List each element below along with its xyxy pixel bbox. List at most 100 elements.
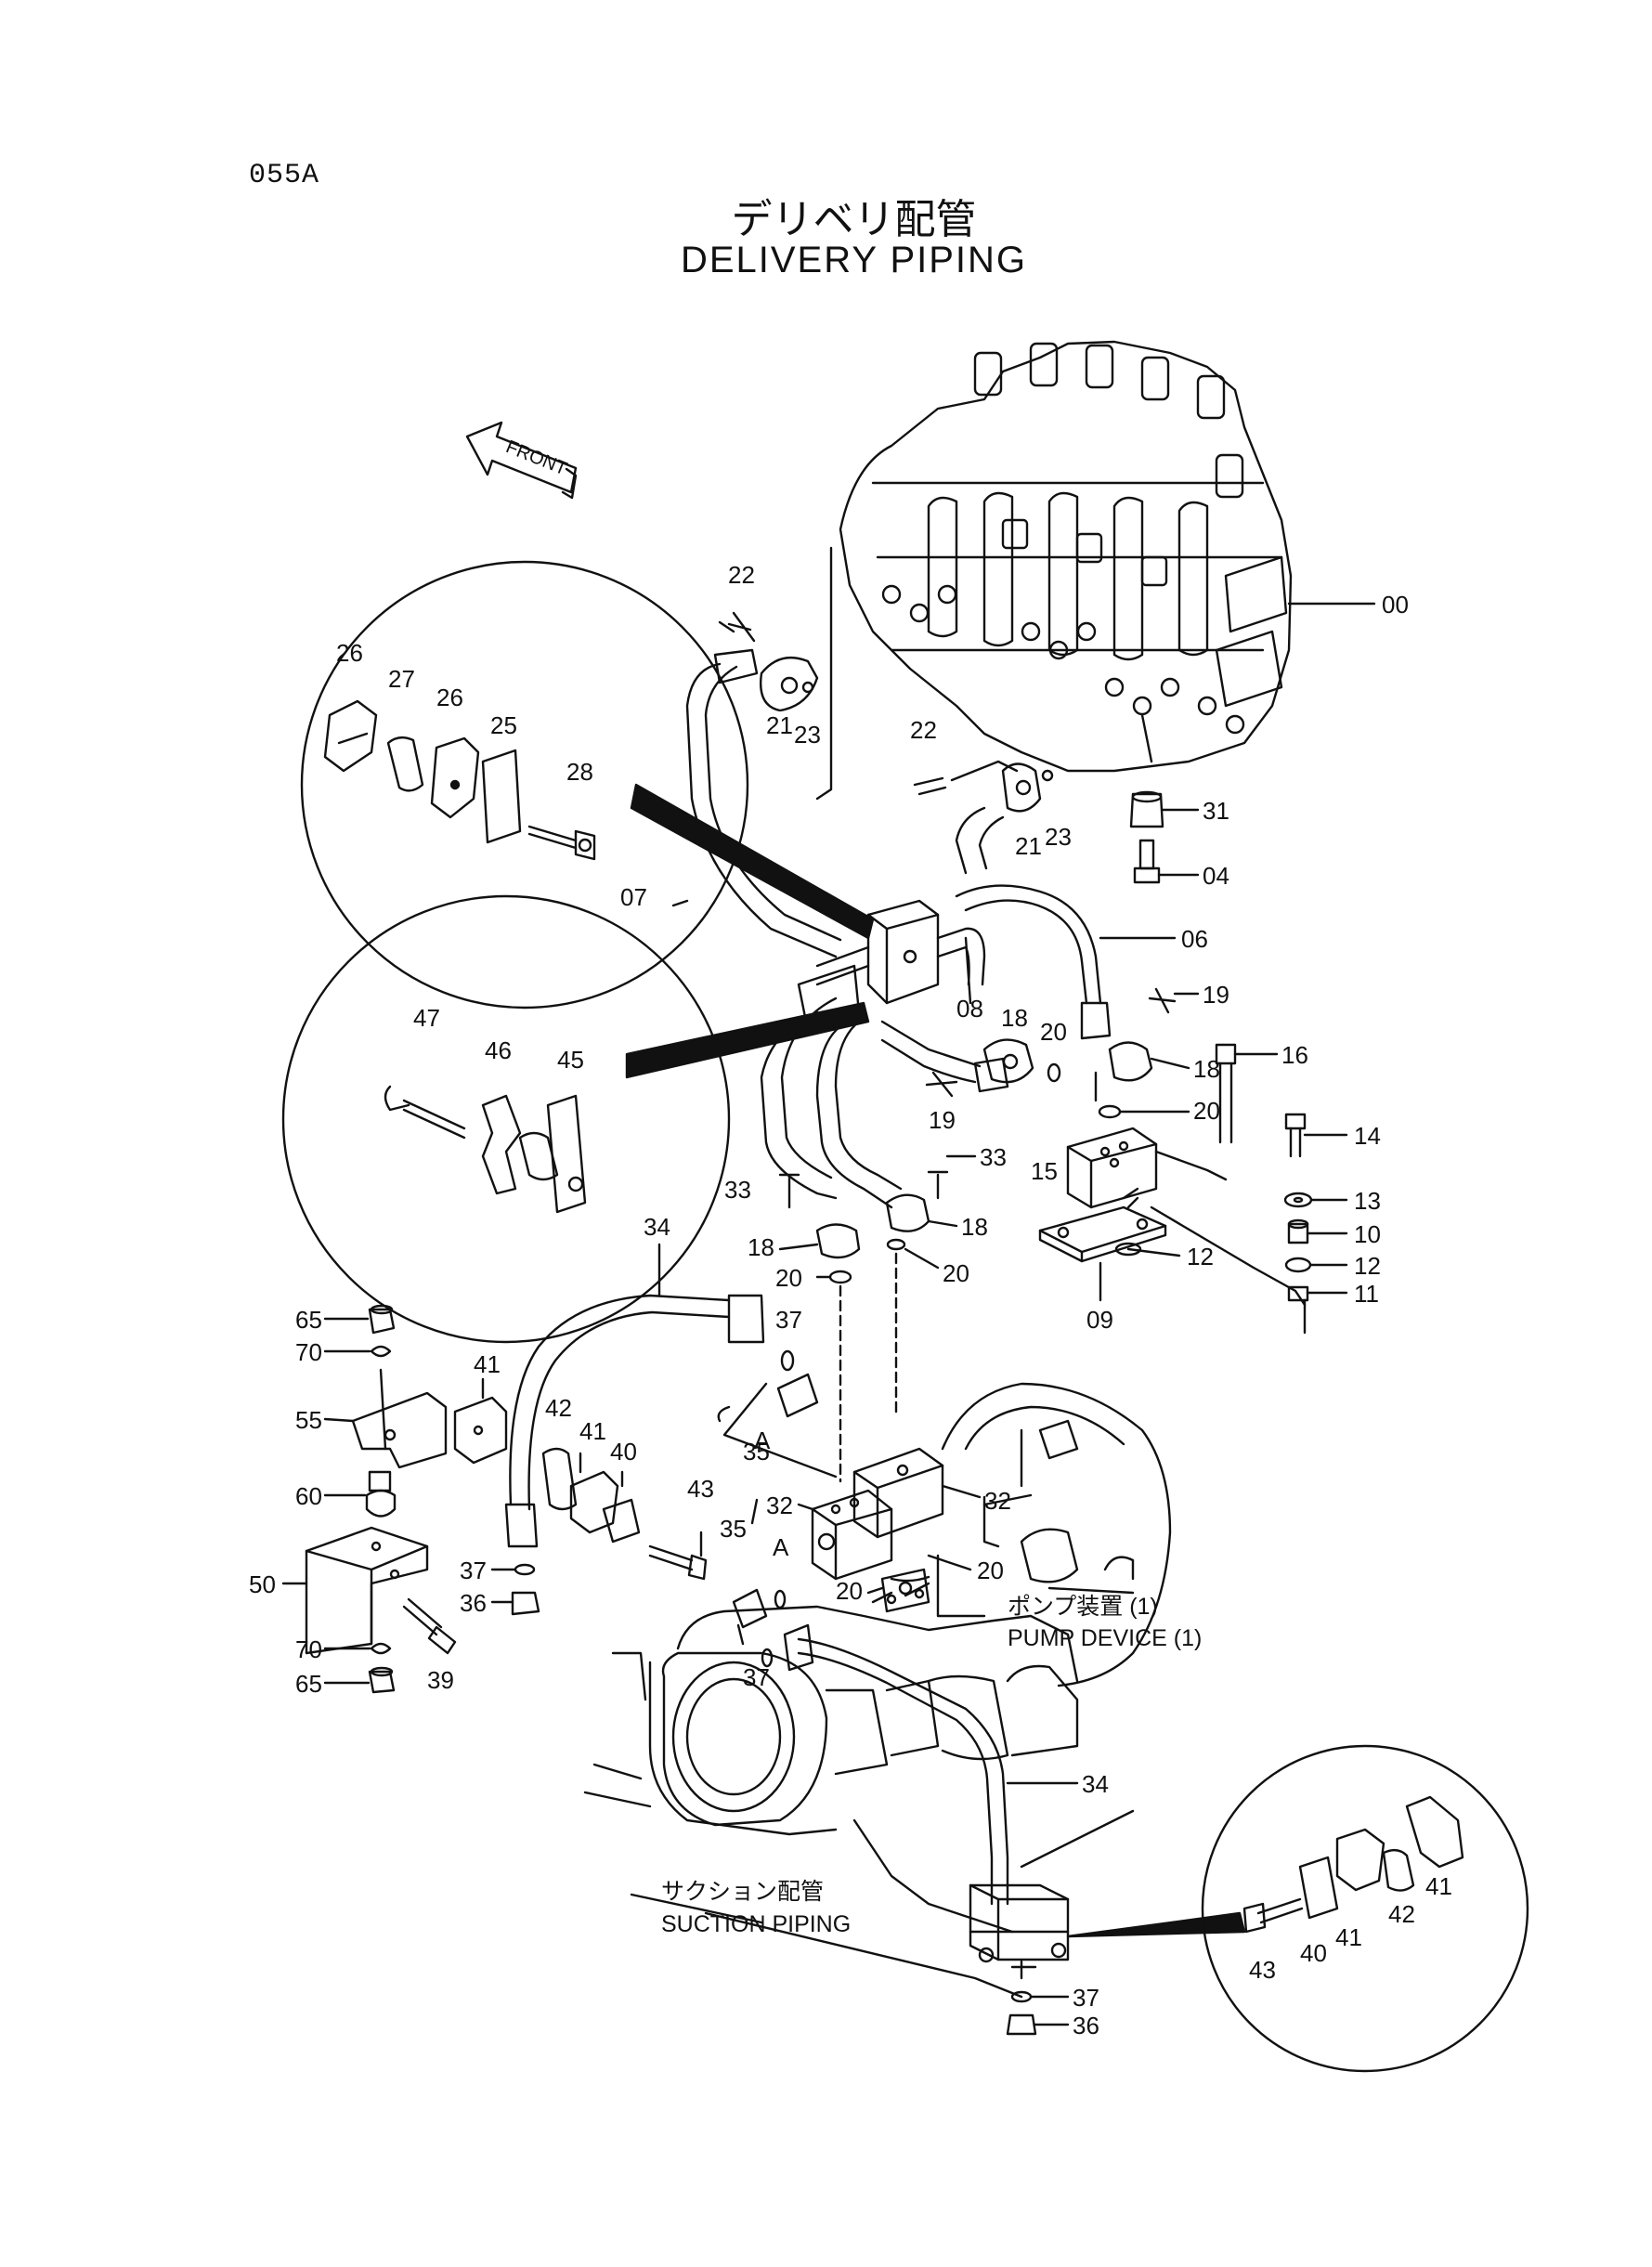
callout-60: 60 xyxy=(295,1482,322,1510)
oring-37-left xyxy=(514,1563,536,1576)
callout-16: 16 xyxy=(1281,1041,1308,1069)
callout-20a: 20 xyxy=(1040,1018,1067,1046)
callout-65b: 65 xyxy=(295,1670,322,1698)
pump-device-label-en: PUMP DEVICE (1) xyxy=(1008,1625,1202,1651)
callout-28: 28 xyxy=(566,758,593,786)
fitting-35-lower xyxy=(732,1588,768,1629)
oring-20-a xyxy=(1047,1062,1061,1083)
leaders-bottom xyxy=(1029,1995,1070,2026)
flange-21-mid-bore xyxy=(1015,779,1032,796)
callout-39: 39 xyxy=(427,1666,454,1694)
title-japanese: デリベリ配管 xyxy=(731,197,977,242)
bolt-22-top-shank xyxy=(718,620,735,633)
oring-37-upper xyxy=(780,1349,795,1372)
callout-43a: 43 xyxy=(687,1475,714,1503)
callout-41a: 41 xyxy=(474,1350,501,1378)
callout-20b: 20 xyxy=(1193,1097,1220,1125)
leader-18-left-low xyxy=(778,1243,819,1251)
callout-36b: 36 xyxy=(460,1589,487,1617)
front-label: FRONT xyxy=(503,436,570,479)
callout-18c: 18 xyxy=(961,1213,988,1241)
callout-06: 06 xyxy=(1181,925,1208,953)
callout-14: 14 xyxy=(1354,1122,1381,1150)
callout-42a: 42 xyxy=(545,1394,572,1422)
cap-31 xyxy=(1129,792,1164,828)
oring-a-upper xyxy=(717,1405,731,1423)
bolt-19-mid xyxy=(925,1071,958,1098)
callout-19b: 19 xyxy=(929,1106,956,1134)
bolt-22-top xyxy=(727,611,756,643)
callout-20f: 20 xyxy=(836,1577,863,1605)
callout-18b: 18 xyxy=(1193,1055,1220,1083)
plate-09 xyxy=(1038,1187,1307,1307)
plug-36-left xyxy=(511,1591,540,1616)
page-code: 055A xyxy=(249,160,320,191)
hardware-stack-right xyxy=(1283,1113,1348,1335)
callout-13: 13 xyxy=(1354,1187,1381,1215)
leader-18-upper xyxy=(1150,1057,1190,1070)
callout-70b: 70 xyxy=(295,1635,322,1663)
flange-18-left-low xyxy=(815,1223,861,1259)
flange-18-upper xyxy=(1108,1041,1153,1082)
bolt-22-mid xyxy=(913,776,947,796)
callout-00: 00 xyxy=(1382,591,1409,619)
callout-23b: 23 xyxy=(1045,823,1072,851)
callout-12b: 12 xyxy=(1354,1252,1381,1280)
suction-flange-block xyxy=(969,1883,1070,1980)
flange-21-mid xyxy=(1001,762,1042,813)
oring-37-lower xyxy=(761,1648,774,1668)
callout-23a: 23 xyxy=(794,721,821,749)
callout-70a: 70 xyxy=(295,1338,322,1366)
callout-09: 09 xyxy=(1086,1306,1113,1334)
callout-41b: 41 xyxy=(579,1417,606,1445)
leaders-left-lower xyxy=(490,1568,517,1604)
block-32-upper xyxy=(852,1447,982,1539)
flange-18-right-low xyxy=(885,1193,930,1232)
callout-40a: 40 xyxy=(610,1438,637,1466)
callout-50: 50 xyxy=(249,1570,276,1598)
port-label-a-lower: A xyxy=(773,1533,789,1561)
callout-15: 15 xyxy=(1031,1157,1058,1185)
pump-device-label-jp: ポンプ装置 (1) xyxy=(1008,1594,1158,1620)
callout-45: 45 xyxy=(557,1046,584,1074)
callout-08: 08 xyxy=(956,995,983,1023)
bolt-33-right xyxy=(927,1170,949,1200)
callout-37c: 37 xyxy=(743,1663,770,1691)
plug-36-bottom xyxy=(1006,2013,1037,2036)
callout-42b: 42 xyxy=(1388,1900,1415,1928)
callout-20e: 20 xyxy=(977,1557,1004,1584)
callout-21b: 21 xyxy=(1015,832,1042,860)
leader-35-a xyxy=(750,1498,759,1525)
callout-22b: 22 xyxy=(910,716,937,744)
callout-11: 11 xyxy=(1354,1280,1379,1308)
callout-25: 25 xyxy=(490,711,517,739)
suction-piping-label-jp: サクション配管 xyxy=(661,1879,824,1905)
hose-34-upper xyxy=(504,1243,765,1548)
callout-40b: 40 xyxy=(1300,1939,1327,1967)
port-label-a-upper: A xyxy=(754,1427,771,1454)
callout-27: 27 xyxy=(388,665,415,693)
flange-21-top-bore xyxy=(780,676,799,695)
bolt-04 xyxy=(1138,839,1155,870)
callout-31: 31 xyxy=(1203,797,1229,825)
hardware-group-left xyxy=(281,1304,508,1694)
control-valve-assembly xyxy=(839,340,1293,773)
callout-18d: 18 xyxy=(748,1233,774,1261)
callout-12a: 12 xyxy=(1187,1243,1214,1270)
leader-32-b xyxy=(982,1495,1000,1548)
title-english: DELIVERY PIPING xyxy=(680,240,1028,280)
callout-36a: 36 xyxy=(1073,2012,1099,2039)
fitting-35-upper xyxy=(776,1373,819,1418)
detail-circle-clamp-bottom xyxy=(1201,1744,1529,2073)
oring-20-d xyxy=(828,1270,852,1284)
callout-07: 07 xyxy=(620,883,647,911)
bolt-19-upper xyxy=(1148,987,1177,1014)
leader-18-right-low xyxy=(927,1219,958,1228)
pipe-clamp-block xyxy=(797,899,986,1033)
callout-47: 47 xyxy=(413,1004,440,1032)
callout-37b: 37 xyxy=(460,1557,487,1584)
callout-65a: 65 xyxy=(295,1306,322,1334)
callout-43b: 43 xyxy=(1249,1956,1276,1984)
flange-18-mid-bore xyxy=(1002,1053,1019,1070)
